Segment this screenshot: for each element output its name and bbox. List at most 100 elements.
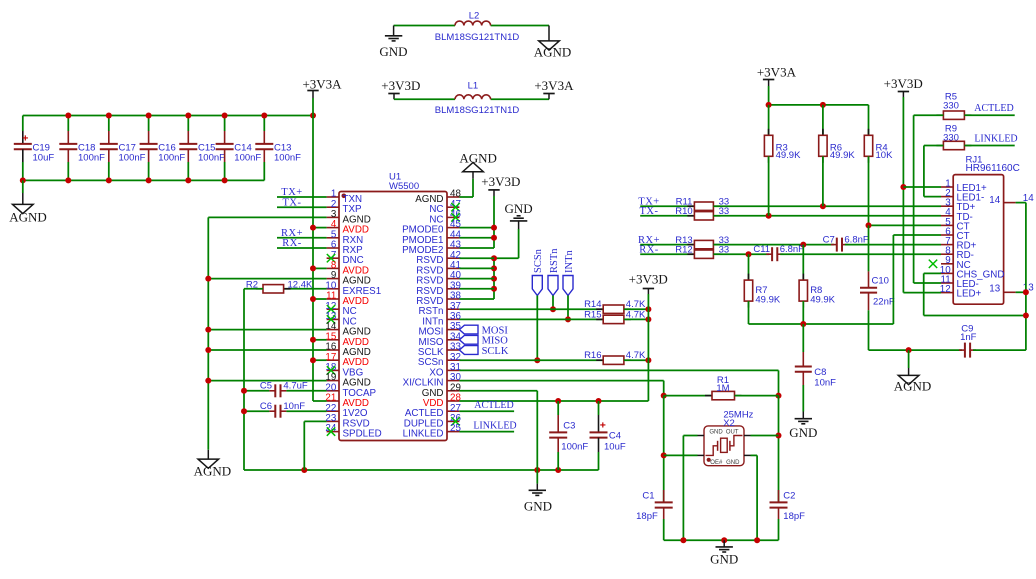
- svg-text:NC: NC: [429, 204, 443, 215]
- svg-text:43: 43: [450, 240, 461, 251]
- svg-text:100nF: 100nF: [561, 442, 588, 453]
- svg-text:BLM18SG121TN1D: BLM18SG121TN1D: [435, 32, 520, 43]
- svg-text:TXP: TXP: [343, 204, 363, 215]
- svg-text:47: 47: [450, 199, 461, 210]
- svg-text:40: 40: [450, 270, 461, 281]
- svg-text:U1: U1: [389, 171, 401, 182]
- svg-text:9: 9: [945, 255, 950, 266]
- svg-text:C4: C4: [609, 431, 621, 442]
- svg-text:AVDD: AVDD: [343, 265, 370, 276]
- svg-text:13: 13: [325, 311, 336, 322]
- svg-text:6: 6: [331, 240, 337, 251]
- svg-text:SCSn: SCSn: [418, 357, 444, 368]
- svg-text:30: 30: [450, 372, 461, 383]
- svg-text:10uF: 10uF: [33, 152, 55, 163]
- svg-text:24: 24: [325, 423, 336, 434]
- svg-text:35: 35: [450, 321, 461, 332]
- svg-text:R7: R7: [755, 285, 767, 296]
- svg-text:SCLK: SCLK: [482, 346, 509, 357]
- svg-text:R14: R14: [584, 299, 601, 310]
- svg-text:33: 33: [719, 245, 730, 256]
- svg-text:LED1-: LED1-: [957, 193, 985, 204]
- svg-text:AVDD: AVDD: [343, 225, 370, 236]
- svg-text:AGND: AGND: [415, 194, 443, 205]
- svg-text:4.7uF: 4.7uF: [283, 381, 307, 392]
- svg-text:100nF: 100nF: [158, 152, 185, 163]
- svg-text:PMODE0: PMODE0: [402, 225, 444, 236]
- svg-text:C8: C8: [814, 367, 826, 378]
- svg-text:3: 3: [331, 209, 337, 220]
- svg-text:R11: R11: [676, 197, 693, 208]
- svg-text:4: 4: [945, 207, 951, 218]
- svg-text:1: 1: [331, 189, 336, 200]
- svg-text:C17: C17: [119, 142, 136, 153]
- svg-text:OUT: OUT: [726, 429, 739, 435]
- svg-text:37: 37: [450, 301, 461, 312]
- svg-text:1nF: 1nF: [960, 332, 977, 343]
- svg-text:AGND: AGND: [894, 379, 932, 394]
- svg-text:RJ1: RJ1: [966, 154, 983, 165]
- svg-text:14: 14: [325, 321, 336, 332]
- svg-text:4: 4: [331, 219, 337, 230]
- svg-text:31: 31: [450, 362, 461, 373]
- svg-text:C13: C13: [274, 142, 291, 153]
- svg-text:14: 14: [989, 195, 1000, 206]
- svg-text:41: 41: [450, 260, 461, 271]
- svg-text:GND: GND: [379, 44, 407, 59]
- svg-text:29: 29: [450, 382, 461, 393]
- svg-text:13: 13: [1023, 283, 1034, 294]
- svg-text:RX+: RX+: [638, 235, 660, 246]
- svg-text:3: 3: [945, 198, 951, 209]
- svg-text:R12: R12: [675, 245, 692, 256]
- svg-text:19: 19: [325, 372, 336, 383]
- svg-text:25MHz: 25MHz: [723, 410, 753, 421]
- svg-text:10: 10: [940, 265, 951, 276]
- svg-text:L2: L2: [469, 10, 480, 21]
- svg-text:100nF: 100nF: [234, 152, 261, 163]
- svg-text:RSVD: RSVD: [343, 418, 370, 429]
- svg-text:PMODE1: PMODE1: [402, 235, 443, 246]
- svg-text:W5500: W5500: [389, 181, 419, 192]
- svg-text:R9: R9: [945, 124, 957, 135]
- svg-text:330: 330: [943, 101, 959, 112]
- svg-text:R8: R8: [810, 285, 822, 296]
- svg-text:OE#: OE#: [710, 460, 723, 466]
- svg-text:100nF: 100nF: [78, 152, 105, 163]
- svg-text:11: 11: [326, 291, 336, 302]
- svg-text:4.7K: 4.7K: [626, 350, 646, 361]
- svg-text:GND: GND: [789, 425, 817, 440]
- svg-text:49.9K: 49.9K: [810, 294, 835, 305]
- svg-text:8: 8: [945, 246, 951, 257]
- svg-text:46: 46: [450, 209, 461, 220]
- svg-text:TX-: TX-: [640, 206, 659, 217]
- svg-text:48: 48: [450, 189, 461, 200]
- svg-text:TD+: TD+: [957, 202, 976, 213]
- svg-text:NC: NC: [429, 214, 443, 225]
- svg-text:2: 2: [945, 188, 950, 199]
- svg-text:38: 38: [450, 291, 461, 302]
- svg-text:45: 45: [450, 219, 461, 230]
- svg-text:RSVD: RSVD: [416, 276, 443, 287]
- svg-text:L1: L1: [468, 81, 479, 92]
- svg-text:22: 22: [325, 403, 336, 414]
- svg-text:RD+: RD+: [957, 241, 977, 252]
- svg-text:CHS_GND: CHS_GND: [957, 269, 1005, 280]
- svg-text:AGND: AGND: [9, 210, 47, 225]
- svg-text:1M: 1M: [716, 383, 729, 394]
- svg-text:11: 11: [941, 274, 951, 285]
- svg-text:2: 2: [331, 199, 336, 210]
- svg-text:RD-: RD-: [957, 250, 974, 261]
- svg-text:R16: R16: [584, 350, 601, 361]
- svg-text:C16: C16: [158, 142, 175, 153]
- svg-text:TX+: TX+: [281, 187, 302, 198]
- svg-text:TX-: TX-: [283, 197, 302, 208]
- svg-text:EXRES1: EXRES1: [343, 286, 382, 297]
- svg-text:+: +: [600, 420, 606, 432]
- svg-text:C18: C18: [78, 142, 95, 153]
- svg-text:TD-: TD-: [957, 212, 973, 223]
- svg-text:18pF: 18pF: [783, 511, 805, 522]
- svg-text:17: 17: [325, 352, 336, 363]
- svg-text:12: 12: [325, 301, 336, 312]
- svg-text:VDD: VDD: [423, 398, 444, 409]
- svg-text:33: 33: [719, 206, 730, 217]
